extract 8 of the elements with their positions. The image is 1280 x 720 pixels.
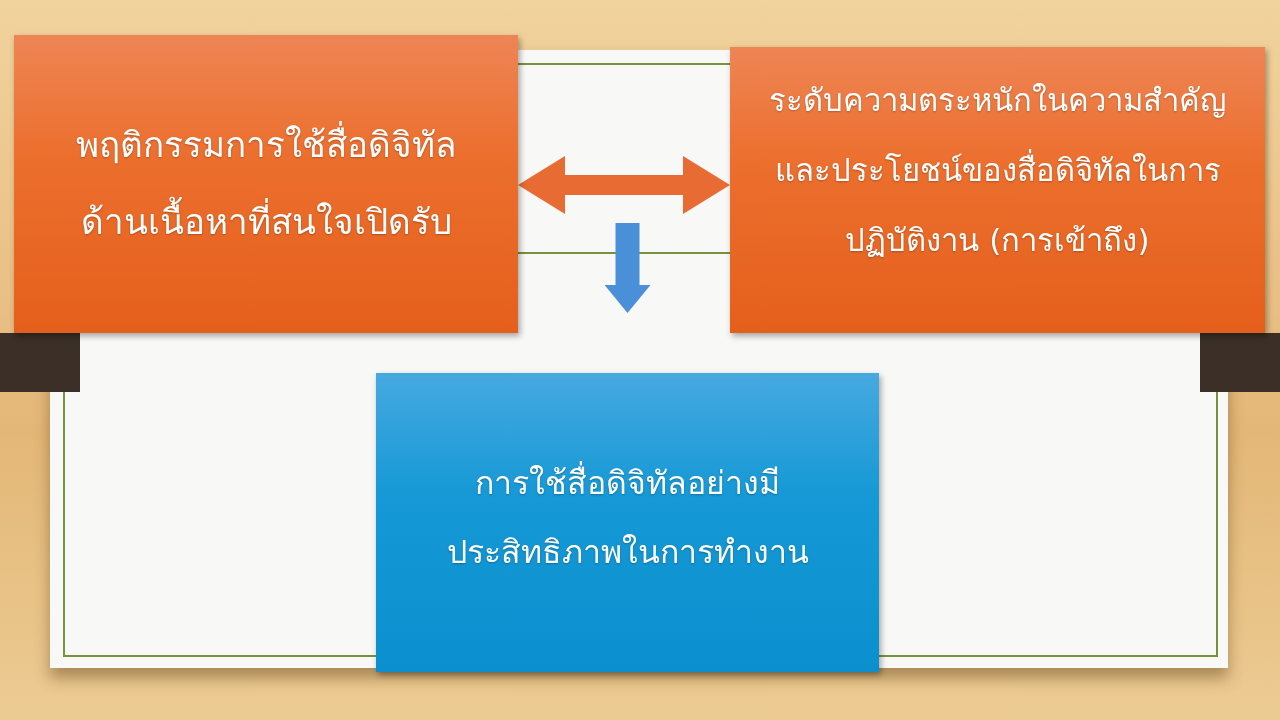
arrow bbox=[604, 223, 651, 313]
box-text: ระดับความตระหนักในความสำคัญ และประโยชน์ของสื่อดิจิทัลในการ ปฏิบัติงาน (การเข้าถึง) bbox=[768, 81, 1227, 260]
box-text: การใช้สื่อดิจิทัลอย่างมี ประสิทธิภาพในการทำงาน bbox=[445, 460, 810, 573]
box-text: พฤติกรรมการใช้สื่อดิจิทัล ด้านเนื้อหาที่สนใจเปิดรับ bbox=[32, 107, 500, 261]
process-box bbox=[730, 47, 1265, 333]
process-box bbox=[376, 373, 879, 672]
process-box bbox=[14, 35, 518, 333]
double-arrow bbox=[518, 156, 730, 214]
